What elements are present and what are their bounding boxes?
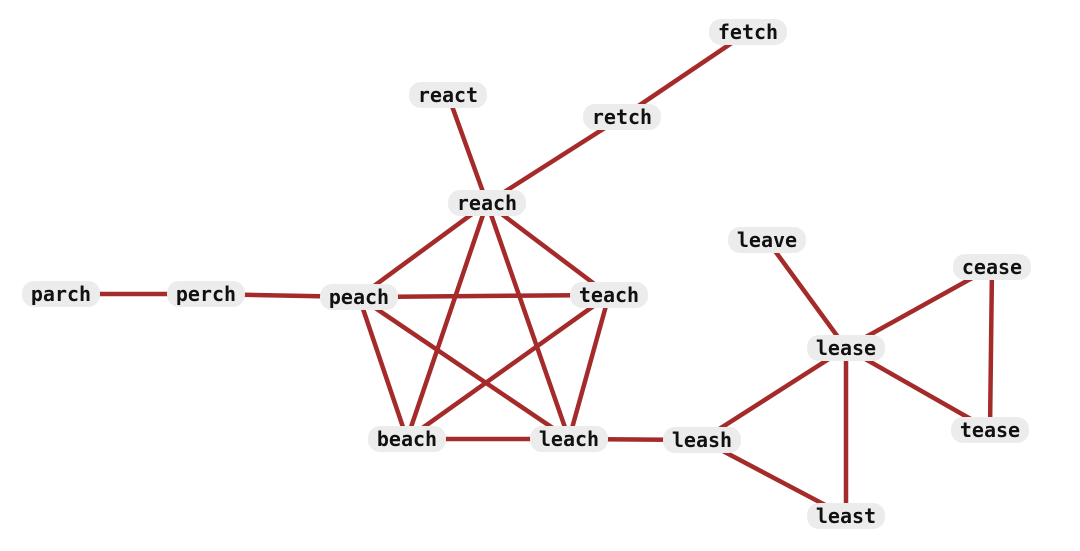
node-retch: retch [583, 104, 661, 130]
edge-peach-leach [356, 294, 572, 442]
node-background [709, 19, 787, 45]
edge-lease-tease [843, 345, 993, 433]
node-label: react [418, 83, 478, 107]
node-background [448, 190, 526, 216]
node-background [22, 281, 100, 307]
node-label: perch [176, 282, 236, 306]
node-label: beach [377, 427, 437, 451]
node-parch: parch [22, 281, 100, 307]
node-background [167, 281, 245, 307]
edge-teach-leach [566, 292, 612, 442]
node-label: retch [592, 105, 652, 129]
node-perch: perch [167, 281, 245, 307]
node-leach: leach [530, 426, 608, 452]
node-label: leash [672, 428, 732, 452]
node-reach: reach [448, 190, 526, 216]
node-least: least [807, 503, 885, 529]
edge-reach-leach [484, 200, 572, 442]
node-label: cease [962, 255, 1022, 279]
edge-react-reach [445, 92, 490, 206]
node-label: least [816, 504, 876, 528]
node-background [951, 417, 1029, 443]
node-background [320, 284, 398, 310]
edge-reach-teach [484, 200, 612, 298]
node-react: react [409, 82, 487, 108]
node-leave: leave [728, 227, 806, 253]
node-background [663, 427, 741, 453]
edge-leash-lease [699, 345, 849, 443]
edge-fetch-retch [619, 29, 751, 120]
node-label: tease [960, 418, 1020, 442]
edge-reach-peach [356, 200, 490, 300]
node-background [530, 426, 608, 452]
node-leash: leash [663, 427, 741, 453]
node-cease: cease [953, 254, 1031, 280]
graph-nodes: fetch react retch reach leave cease parch perch… [22, 19, 1031, 529]
node-teach: teach [570, 282, 648, 308]
edge-reach-beach [404, 200, 490, 442]
node-label: reach [457, 191, 517, 215]
node-label: teach [579, 283, 639, 307]
node-peach: peach [320, 284, 398, 310]
node-label: fetch [718, 20, 778, 44]
node-background [583, 104, 661, 130]
node-background [728, 227, 806, 253]
node-background [409, 82, 487, 108]
graph-edges [58, 29, 995, 519]
node-background [368, 426, 446, 452]
node-lease: lease [807, 335, 885, 361]
node-background [807, 335, 885, 361]
node-label: parch [31, 282, 91, 306]
node-fetch: fetch [709, 19, 787, 45]
node-label: lease [816, 336, 876, 360]
node-beach: beach [368, 426, 446, 452]
edge-retch-reach [484, 114, 625, 206]
edge-peach-teach [356, 292, 612, 300]
edge-peach-beach [356, 294, 410, 442]
edge-cease-tease [987, 264, 995, 433]
edge-teach-beach [404, 292, 612, 442]
node-background [807, 503, 885, 529]
node-label: peach [329, 285, 389, 309]
node-tease: tease [951, 417, 1029, 443]
edge-leave-lease [764, 237, 849, 351]
node-background [570, 282, 648, 308]
edge-lease-cease [843, 264, 995, 351]
node-label: leach [539, 427, 599, 451]
node-background [953, 254, 1031, 280]
node-label: leave [737, 228, 797, 252]
